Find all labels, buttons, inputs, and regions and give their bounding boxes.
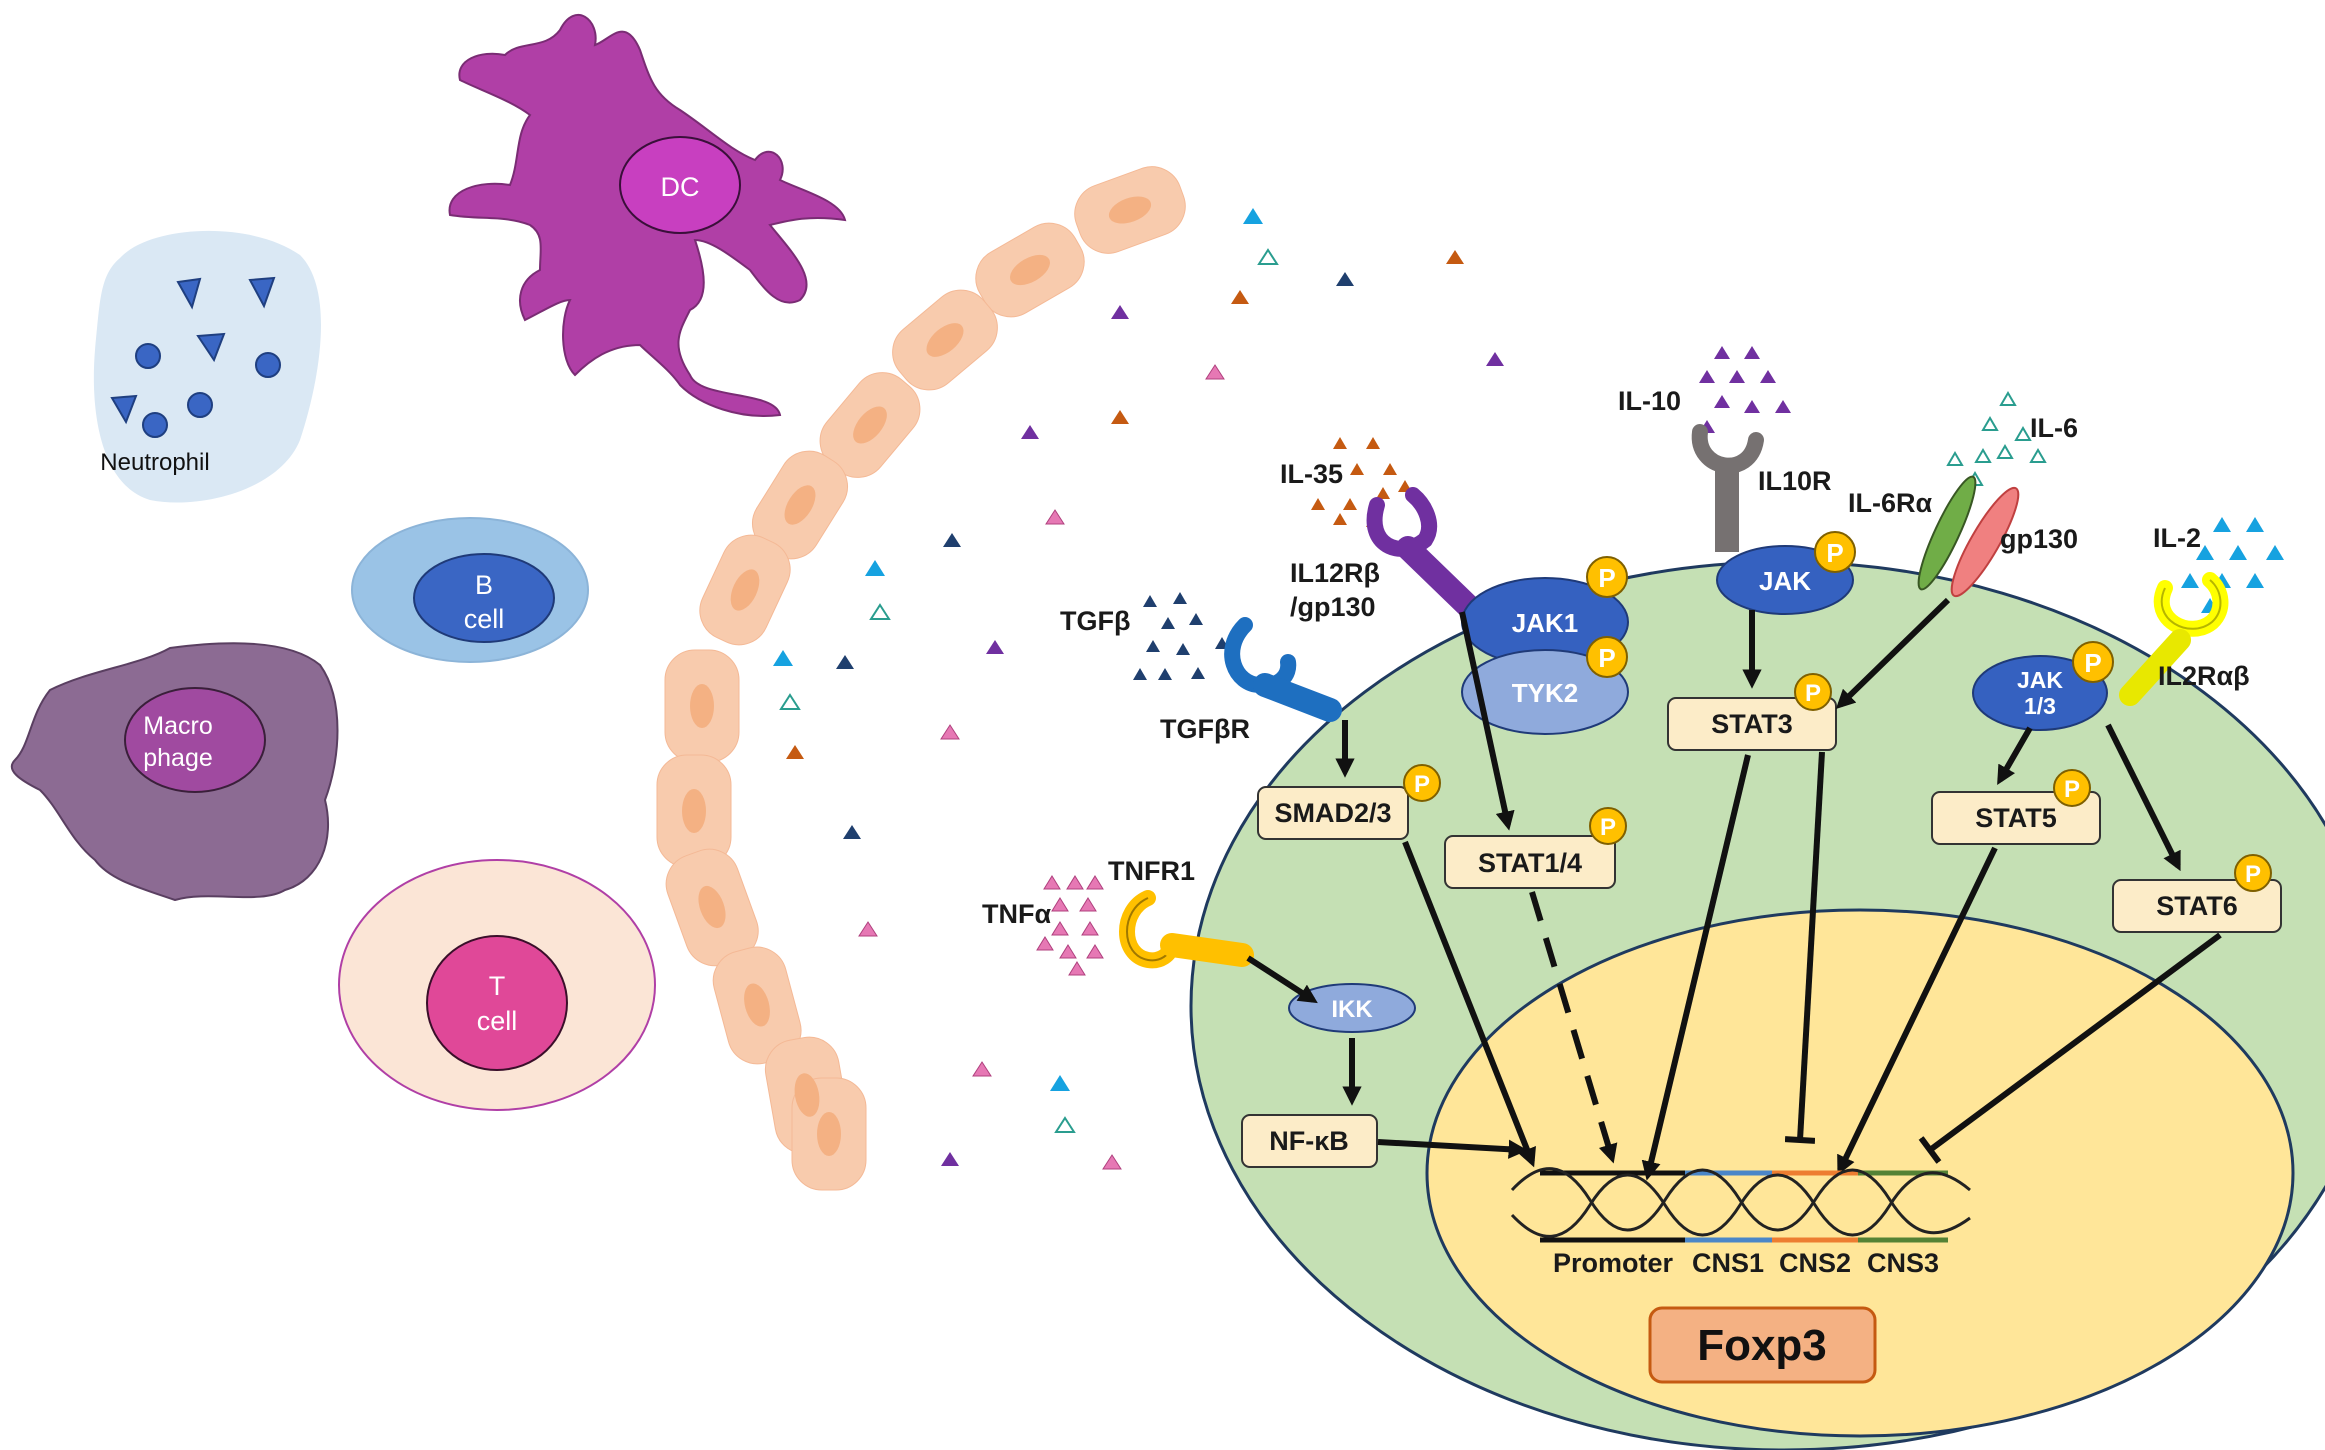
signaling-arrows (1246, 597, 2222, 1181)
il2-label: IL-2 (2153, 523, 2201, 553)
il6-receptor (1917, 475, 2020, 598)
phospho-badge-stat6-icon: P (2234, 854, 2272, 892)
stat6-box: STAT6 (2112, 879, 2282, 933)
il12rb-label-2: /gp130 (1290, 592, 1376, 622)
epithelial-barrier (656, 166, 1186, 1191)
foxp3-gene-locus: Promoter CNS1 CNS2 CNS3 Foxp3 (1510, 1167, 1971, 1384)
stat14-box: STAT1/4 (1444, 835, 1616, 889)
svg-text:P: P (2245, 861, 2261, 888)
promoter-label: Promoter (1553, 1248, 1674, 1278)
dc-label: DC (661, 172, 700, 202)
foxp3-box (1648, 1306, 1877, 1384)
t-cell-label-1: T (489, 971, 506, 1001)
svg-text:JAK1: JAK1 (1512, 608, 1578, 638)
svg-text:P: P (1598, 563, 1615, 593)
il6-ligands (1946, 391, 2047, 486)
smad23-box: SMAD2/3 (1257, 786, 1409, 840)
il10-label: IL-10 (1618, 386, 1681, 416)
il6ra-label: IL-6Rα (1848, 488, 1933, 518)
dendritic-cell: DC (448, 14, 847, 417)
svg-text:STAT3: STAT3 (1711, 709, 1793, 739)
neutrophil-label: Neutrophil (100, 449, 209, 476)
t-cell-label-2: cell (477, 1006, 518, 1036)
svg-text:P: P (1805, 680, 1821, 707)
phospho-badge-stat14-icon: P (1589, 807, 1627, 845)
stat5-box: STAT5 (1931, 791, 2101, 845)
phospho-badge-jak1-icon: P (1586, 556, 1628, 598)
svg-text:SMAD2/3: SMAD2/3 (1274, 798, 1391, 828)
tnfa-ligands (1036, 875, 1104, 976)
svg-text:P: P (1600, 814, 1616, 841)
phospho-badge-smad-icon: P (1403, 764, 1441, 802)
il2rab-label: IL2Rαβ (2158, 661, 2250, 691)
tnfr1-label: TNFR1 (1108, 856, 1195, 886)
scattered-cytokines (773, 208, 1504, 1170)
tgfb-ligands (1133, 592, 1229, 680)
il12rb-label-1: IL12Rβ (1290, 558, 1380, 588)
svg-text:STAT1/4: STAT1/4 (1478, 848, 1582, 878)
macrophage-label-2: phage (143, 744, 213, 772)
il10r-receptor (1691, 424, 1764, 552)
phospho-badge-tyk2-icon: P (1586, 636, 1628, 678)
il12rb-gp130-receptor (1366, 487, 1482, 620)
il10r-label: IL10R (1758, 466, 1832, 496)
ikk-kinase: IKK (1288, 983, 1416, 1033)
tgfbr-receptor (1224, 617, 1342, 722)
tyk2-kinase: TYK2 (1461, 649, 1629, 735)
b-cell: B cell (351, 517, 589, 663)
gp130-label: gp130 (2000, 524, 2078, 554)
cns3-label: CNS3 (1867, 1248, 1939, 1278)
cns1-label: CNS1 (1692, 1248, 1764, 1278)
phospho-badges: P P P P P P P P (1403, 531, 2272, 892)
jak13-kinase: JAK 1/3 (1972, 655, 2108, 731)
cns2-label: CNS2 (1779, 1248, 1851, 1278)
svg-text:STAT6: STAT6 (2156, 891, 2238, 921)
il35-label: IL-35 (1280, 459, 1343, 489)
svg-text:TYK2: TYK2 (1512, 678, 1578, 708)
nfkb-box: NF-κB (1241, 1114, 1378, 1168)
jak1-kinase: JAK1 (1461, 577, 1629, 667)
svg-text:P: P (2084, 648, 2101, 678)
phospho-badge-stat3-icon: P (1794, 673, 1832, 711)
svg-text:P: P (2064, 776, 2080, 803)
svg-text:NF-κB: NF-κB (1269, 1126, 1349, 1156)
svg-text:P: P (1598, 643, 1615, 673)
t-cell: T cell (338, 859, 656, 1111)
tnfr1-receptor (1119, 890, 1254, 969)
phospho-badge-jak13-icon: P (2072, 641, 2114, 683)
svg-text:P: P (1826, 538, 1843, 568)
svg-text:P: P (1414, 771, 1430, 798)
foxp3-label: Foxp3 (1697, 1321, 1827, 1370)
svg-text:STAT5: STAT5 (1975, 803, 2057, 833)
svg-text:JAK: JAK (2017, 667, 2063, 693)
phospho-badge-stat5-icon: P (2053, 769, 2091, 807)
b-cell-label-1: B (475, 570, 493, 600)
macrophage-label-1: Macro (143, 712, 212, 740)
tgfb-label: TGFβ (1060, 606, 1130, 636)
neutrophil-cell: Neutrophil (93, 230, 321, 503)
b-cell-label-2: cell (464, 604, 505, 634)
tnfa-label: TNFα (982, 899, 1051, 929)
phospho-badge-jak-icon: P (1814, 531, 1856, 573)
stat3-box: STAT3 (1667, 697, 1837, 751)
svg-text:JAK: JAK (1759, 566, 1811, 596)
tgfbr-label: TGFβR (1160, 714, 1250, 744)
il6-label: IL-6 (2030, 413, 2078, 443)
il2rab-receptor (2119, 572, 2229, 706)
il10-ligands (1699, 346, 1791, 433)
macrophage-cell: Macro phage (10, 642, 339, 902)
svg-text:1/3: 1/3 (2024, 693, 2056, 719)
svg-text:IKK: IKK (1331, 996, 1373, 1023)
